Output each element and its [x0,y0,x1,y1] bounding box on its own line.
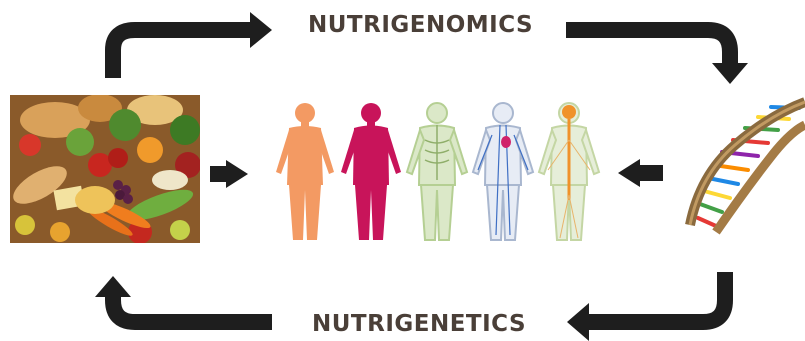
body-figure-skeletal [407,103,467,240]
nutrigenomics-label: NUTRIGENOMICS [308,12,533,38]
human-body-systems-icon [276,103,599,240]
arrow-nutrigenomics-to-dna [566,30,748,84]
arrow-dna-to-body [618,159,663,187]
food-photo-icon [8,94,201,244]
body-figure-muscular [341,103,401,240]
arrow-food-to-nutrigenomics [113,12,272,78]
body-figure-skin [276,103,334,240]
body-figure-nervous [539,103,599,240]
arrow-food-to-body [210,160,248,188]
body-figure-circulatory [473,103,533,240]
nutrigenetics-label: NUTRIGENETICS [312,311,526,337]
dna-helix-icon [690,102,805,232]
arrow-nutrigenetics-to-food [95,276,272,322]
arrow-dna-to-nutrigenetics [567,272,725,341]
